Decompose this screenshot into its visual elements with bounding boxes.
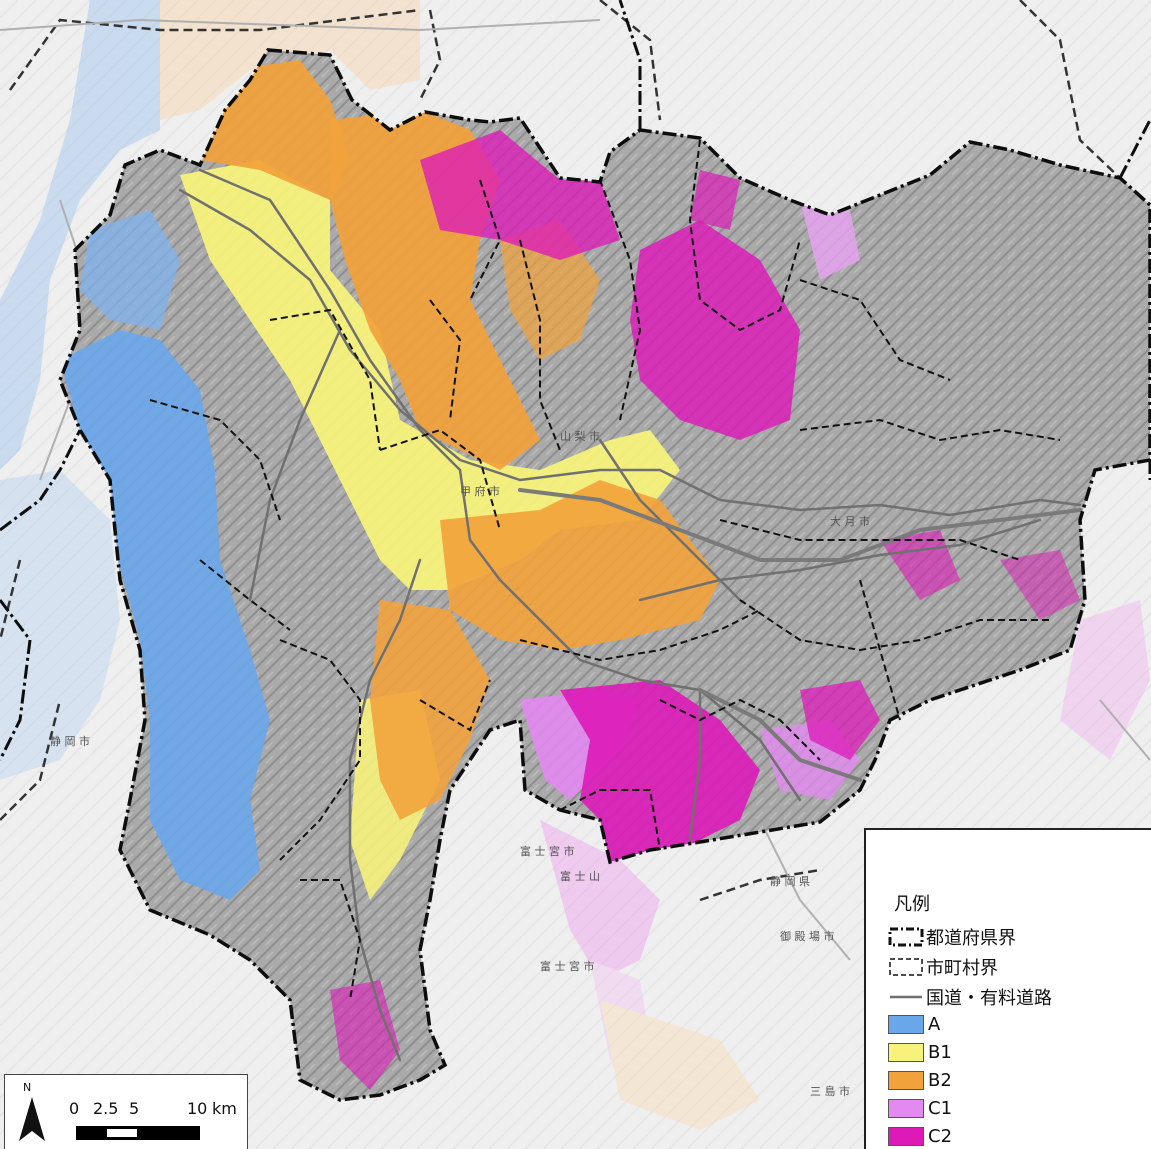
hazard-zones: [60, 60, 1080, 1090]
legend-item-prefecture-boundary: 都道府県界: [888, 925, 1016, 949]
north-label: N: [23, 1081, 32, 1094]
legend-label: C2: [928, 1125, 953, 1147]
legend-label: C1: [928, 1097, 953, 1119]
class-swatch: [888, 1042, 924, 1062]
class-swatch: [888, 1070, 924, 1090]
scale-tick-label: 0: [69, 1099, 80, 1118]
legend-item-class-c1: C1: [888, 1096, 952, 1120]
place-label: 富 士 山: [560, 869, 600, 883]
class-swatch: [888, 1014, 924, 1034]
place-label: 静 岡 市: [50, 734, 90, 748]
zone-a: [80, 210, 180, 330]
place-label: 御 殿 場 市: [780, 929, 835, 943]
zone-c2: [800, 680, 880, 760]
zone-b2: [200, 60, 350, 200]
legend-label: B1: [928, 1041, 952, 1063]
scale-tick-label: 5: [129, 1099, 140, 1118]
place-label: 山 梨 市: [560, 429, 600, 443]
zone-c2: [330, 980, 400, 1090]
zone-c1: [800, 200, 860, 280]
scale-unit: km: [212, 1099, 237, 1118]
outside-boundaries: [0, 0, 1121, 902]
place-label: 富 士 宮 市: [520, 844, 575, 858]
legend-item-class-b2: B2: [888, 1068, 952, 1092]
legend-panel: 凡例 都道府県界 市町村界 国道・有料道路 A B1: [864, 828, 1151, 1149]
place-label: 大 月 市: [830, 514, 870, 528]
legend-label: 都道府県界: [926, 928, 1016, 949]
place-label: 静 岡 県: [770, 874, 810, 888]
roads: [178, 168, 1082, 1062]
legend-label: 国道・有料道路: [926, 988, 1052, 1009]
legend-label: B2: [928, 1069, 952, 1091]
legend-item-class-a: A: [888, 1012, 940, 1036]
municipal-boundary-symbol: [889, 958, 923, 976]
zone-a: [60, 330, 270, 900]
zone-c2: [630, 220, 800, 440]
zone-c2: [1000, 550, 1080, 620]
municipal-boundaries: [149, 139, 1061, 1001]
prefecture-boundary-symbol: [888, 927, 924, 947]
zone-c2: [420, 130, 620, 260]
legend-label: A: [928, 1013, 941, 1035]
zone-b2: [440, 480, 720, 650]
legend-label: 市町村界: [926, 958, 998, 979]
place-label: 三 島 市: [810, 1084, 850, 1098]
neighbor-prefecture-boundaries: [0, 0, 1151, 761]
legend-title: 凡例: [894, 894, 930, 915]
scale-tick-label: 2.5: [93, 1099, 119, 1118]
class-swatch: [888, 1098, 924, 1118]
legend-item-municipal-boundary: 市町村界: [888, 955, 998, 979]
scale-tick-label: 10: [187, 1099, 208, 1118]
prefecture-boundary: [58, 48, 1151, 1102]
place-labels: 静 岡 市 富 士 宮 市 富 士 宮 市 静 岡 県 富 士 山 三 島 市 …: [50, 429, 870, 1098]
zone-b2: [370, 600, 490, 820]
road-line-symbol: [890, 995, 922, 999]
zone-c2: [690, 170, 740, 230]
north-arrow-icon: [19, 1097, 45, 1141]
legend-item-class-b1: B1: [888, 1040, 952, 1064]
zone-c2: [560, 680, 760, 862]
legend-item-road: 国道・有料道路: [888, 985, 1052, 1009]
place-label: 富 士 宮 市: [540, 959, 595, 973]
class-swatch: [888, 1126, 924, 1146]
place-label: 甲 府 市: [460, 484, 500, 498]
scale-bar-panel: N 0 2.5 5 10 km: [4, 1074, 248, 1149]
legend-item-class-c2: C2: [888, 1124, 952, 1148]
scale-bar: [76, 1126, 200, 1140]
zone-b1: [180, 160, 680, 590]
